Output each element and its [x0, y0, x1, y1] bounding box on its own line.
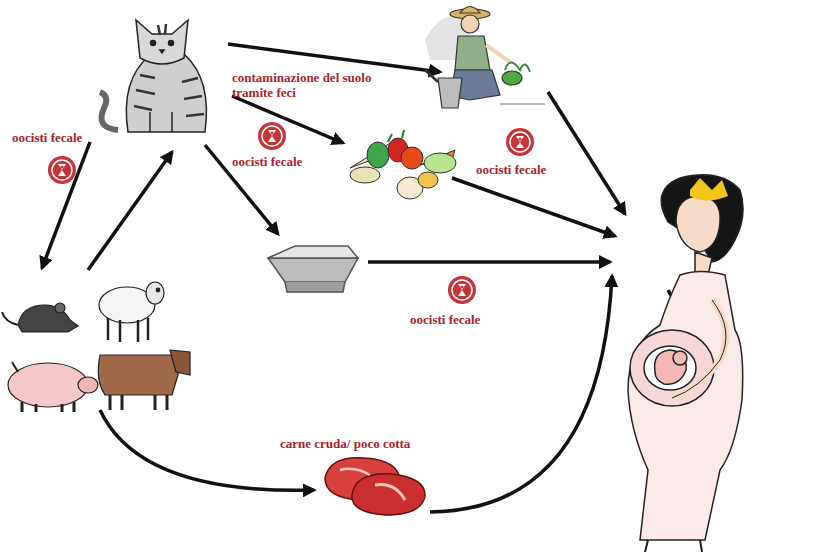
annotation-label: oocisti fecale — [232, 154, 302, 169]
vegetables — [350, 130, 456, 199]
transmission-arrows — [42, 44, 688, 512]
annotation-label: carne cruda/ poco cotta — [280, 436, 410, 451]
litter-box — [268, 246, 358, 292]
intermediate-hosts — [2, 282, 190, 412]
gardener — [425, 7, 545, 109]
annotation-label: oocisti fecale — [476, 162, 546, 177]
oocyst-badges — [48, 122, 534, 304]
cat — [100, 20, 206, 132]
annotation-label: oocisti fecale — [12, 130, 82, 145]
raw-meat — [325, 458, 425, 515]
pregnant-woman — [628, 175, 743, 552]
annotation-label: contaminazione del suolo tramite feci — [232, 70, 382, 100]
annotation-label: oocisti fecale — [410, 312, 480, 327]
